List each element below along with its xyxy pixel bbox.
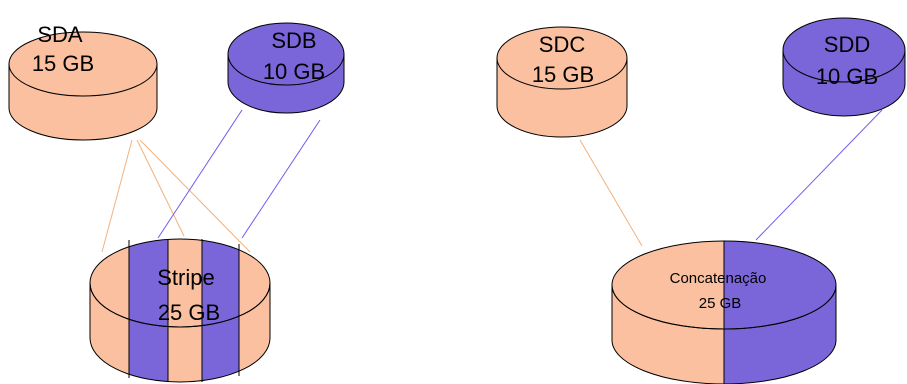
- disk-sdd: SDD 10 GB: [782, 17, 906, 117]
- stripe-size: 25 GB: [158, 300, 220, 325]
- volume-concat: Concatenação 25 GB: [611, 240, 837, 384]
- disk-sdb: SDB 10 GB: [227, 22, 345, 114]
- concat-name: Concatenação: [670, 270, 767, 287]
- line-sda-stripe-2: [136, 139, 185, 237]
- stripe-band-1: [129, 239, 168, 382]
- volume-stripe: Stripe 25 GB: [89, 238, 271, 383]
- line-sda-stripe-1: [101, 139, 133, 253]
- connection-lines: [101, 109, 883, 253]
- sda-size: 15 GB: [32, 51, 94, 76]
- line-sdb-stripe-2: [241, 119, 321, 239]
- concat-purple-half: [724, 241, 836, 384]
- line-sda-stripe-3: [139, 139, 251, 253]
- line-sdc-concat: [579, 139, 643, 247]
- sdc-size: 15 GB: [532, 62, 594, 87]
- sdb-name: SDB: [271, 28, 316, 53]
- sda-name: SDA: [37, 22, 83, 47]
- sdd-name: SDD: [824, 32, 870, 57]
- stripe-band-2: [202, 239, 239, 382]
- disk-sda: SDA 15 GB: [8, 22, 158, 141]
- sdc-name: SDC: [539, 32, 586, 57]
- line-sdb-stripe-1: [157, 109, 243, 239]
- stripe-name: Stripe: [157, 265, 214, 290]
- line-sdd-concat: [755, 109, 883, 241]
- concat-size: 25 GB: [699, 295, 742, 312]
- disk-sdc: SDC 15 GB: [496, 26, 628, 138]
- sdb-size: 10 GB: [263, 59, 325, 84]
- sdd-size: 10 GB: [816, 64, 878, 89]
